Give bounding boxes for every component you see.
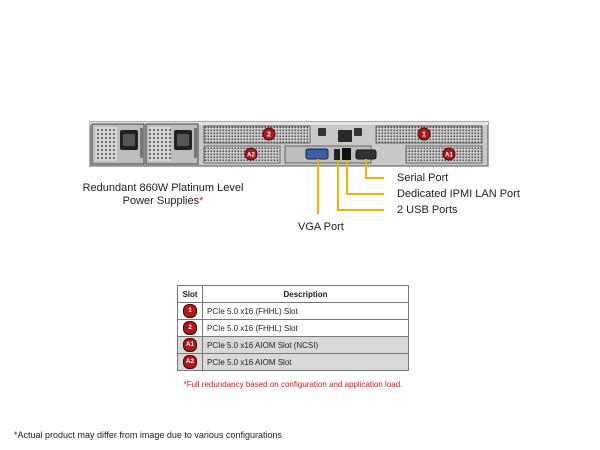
callout-lines (317, 159, 384, 214)
serial-port (355, 149, 377, 160)
callout-ipmi-lan (346, 160, 384, 195)
svg-text:A1: A1 (445, 153, 453, 159)
badge-slot-1: 1 (417, 127, 431, 141)
power-supplies-line2: Power Supplies (122, 195, 200, 207)
ipmi-lan-port (342, 148, 351, 160)
vga-port (305, 148, 329, 160)
power-supplies-label: Redundant 860W Platinum Level Power Supp… (78, 182, 248, 208)
vga-port-label: VGA Port (298, 221, 344, 233)
power-supply-2 (145, 123, 199, 165)
aiom-slot-a2 (203, 145, 281, 164)
slot-badge: A1 (183, 338, 197, 352)
callout-usb (337, 160, 384, 211)
slot-description: PCIe 5.0 x16 (FHHL) Slot (202, 302, 409, 320)
slot-badge: A2 (183, 355, 197, 369)
badge-slot-a2: A2 (244, 147, 258, 161)
slot-description: PCIe 5.0 x16 AIOM Slot (202, 353, 409, 371)
svg-text:2: 2 (267, 132, 271, 139)
serial-port-label: Serial Port (397, 172, 449, 184)
ipmi-lan-port-label: Dedicated IPMI LAN Port (397, 188, 520, 200)
svg-text:A2: A2 (247, 153, 255, 159)
header-slot: Slot (177, 285, 203, 303)
power-supplies-line1: Redundant 860W Platinum Level (82, 182, 244, 194)
table-row: A1 PCIe 5.0 x16 AIOM Slot (NCSI) (177, 336, 409, 354)
callout-serial-port (365, 159, 384, 179)
redundancy-note: *Full redundancy based on configuration … (183, 380, 403, 389)
table-row: A2 PCIe 5.0 x16 AIOM Slot (177, 353, 409, 371)
disclaimer-footer: *Actual product may differ from image du… (14, 430, 282, 440)
pcie-slot-2 (203, 125, 311, 144)
slot-description: PCIe 5.0 x16 (FHHL) Slot (202, 319, 409, 337)
table-row: 1 PCIe 5.0 x16 (FHHL) Slot (177, 302, 409, 320)
svg-text:1: 1 (422, 132, 426, 139)
usb-ports-label: 2 USB Ports (397, 204, 458, 216)
slot-badge: 2 (183, 321, 197, 335)
power-supply-1 (91, 123, 145, 165)
table-header-row: Slot Description (177, 285, 409, 303)
table-row: 2 PCIe 5.0 x16 (FHHL) Slot (177, 319, 409, 337)
usb-ports (334, 149, 340, 160)
power-supplies-asterisk: * (199, 195, 204, 207)
slot-description: PCIe 5.0 x16 AIOM Slot (NCSI) (202, 336, 409, 354)
slot-table: Slot Description 1 PCIe 5.0 x16 (FHHL) S… (177, 285, 409, 371)
header-description: Description (202, 285, 409, 303)
badge-slot-2: 2 (262, 127, 276, 141)
slot-badge: 1 (183, 304, 197, 318)
server-rear-diagram: 2 1 A2 A1 (89, 121, 489, 214)
badge-slot-a1: A1 (442, 147, 456, 161)
